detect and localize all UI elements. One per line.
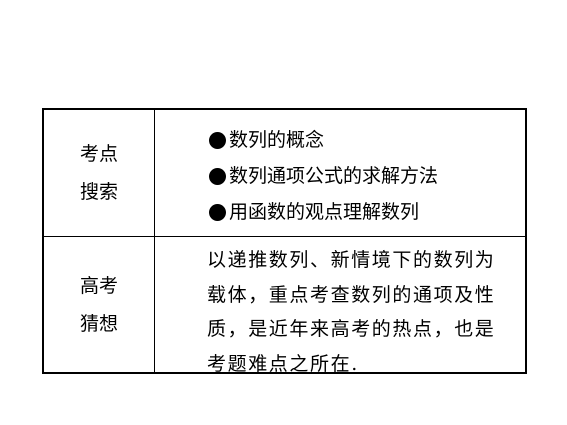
bullet-text: 用函数的观点理解数列	[229, 201, 420, 223]
row-label-line: 猜想	[79, 312, 118, 335]
bullet-item: 用函数的观点理解数列	[209, 194, 438, 230]
row-label-line: 搜索	[79, 181, 118, 203]
bullet-list: 数列的概念 数列通项公式的求解方法 用函数的观点理解数列	[209, 122, 438, 230]
row-label-line: 考点	[79, 143, 118, 165]
table-row-exam-forecast: 高考 猜想 以递推数列、新情境下的数列为 载体，重点考查数列的通项及性 质，是近…	[44, 237, 525, 375]
bullet-dot-icon	[209, 131, 226, 149]
bullet-item: 数列的概念	[209, 122, 438, 158]
paragraph-line: 考题难点之所在.	[207, 352, 359, 375]
bullet-item: 数列通项公式的求解方法	[209, 158, 438, 194]
bullet-text: 数列的概念	[229, 129, 325, 151]
paragraph-line: 以递推数列、新情境下的数列为	[207, 249, 496, 271]
bullet-dot-icon	[209, 203, 226, 221]
forecast-paragraph: 以递推数列、新情境下的数列为 载体，重点考查数列的通项及性 质，是近年来高考的热…	[207, 243, 529, 381]
row-content-exam-points: 数列的概念 数列通项公式的求解方法 用函数的观点理解数列	[155, 110, 525, 236]
row-content-exam-forecast: 以递推数列、新情境下的数列为 载体，重点考查数列的通项及性 质，是近年来高考的热…	[155, 237, 525, 375]
row-label-exam-forecast: 高考 猜想	[44, 237, 155, 372]
bullet-dot-icon	[209, 167, 226, 185]
bullet-text: 数列通项公式的求解方法	[229, 165, 439, 187]
row-label-line: 高考	[79, 274, 118, 297]
row-label-exam-points: 考点 搜索	[44, 110, 155, 236]
exam-topic-table: 考点 搜索 数列的概念 数列通项公式的求解方法 用函数的观点理解数列	[42, 108, 527, 375]
paragraph-line: 质，是近年来高考的热点，也是	[207, 318, 496, 340]
paragraph-line: 载体，重点考查数列的通项及性	[207, 283, 496, 306]
table-row-exam-points: 考点 搜索 数列的概念 数列通项公式的求解方法 用函数的观点理解数列	[44, 110, 525, 237]
